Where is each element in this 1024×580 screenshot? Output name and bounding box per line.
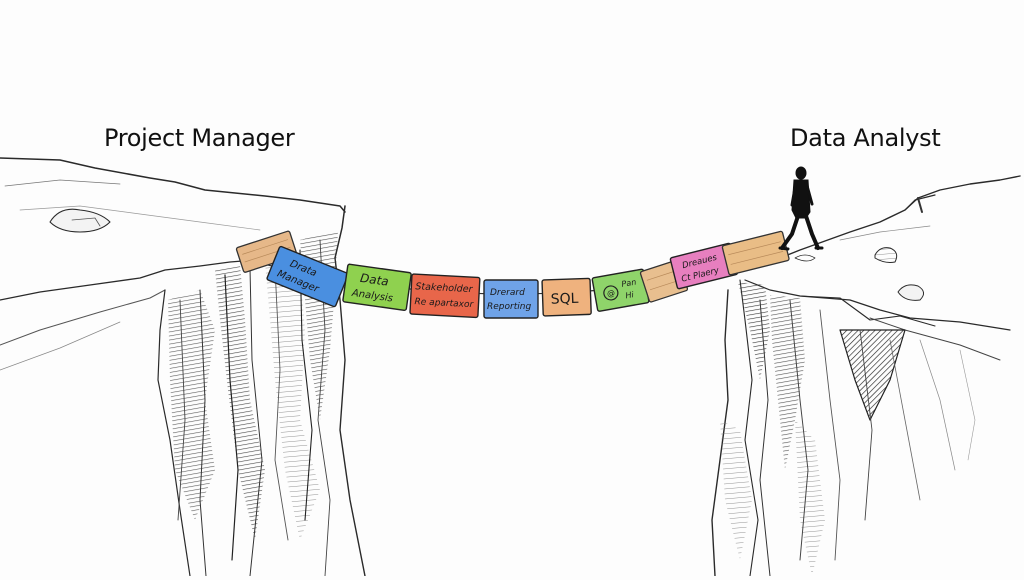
plank-label: Hi bbox=[625, 290, 635, 300]
bridge-plank bbox=[721, 230, 790, 276]
plank-label: SQL bbox=[550, 291, 578, 308]
bridge-plank: @ Pan Hi bbox=[591, 268, 650, 312]
bridge-plank: SQL bbox=[541, 277, 592, 317]
right-cliff bbox=[711, 175, 1021, 577]
bridge-plank: Stakeholder Re apartaxor bbox=[409, 273, 481, 319]
bridge-plank: Data Analysis bbox=[342, 263, 412, 311]
plank-label: Data bbox=[359, 271, 389, 289]
plank-icon: @ bbox=[606, 288, 615, 298]
skills-bridge: Drata Manager Data Analysis Stakeholder … bbox=[235, 230, 790, 319]
left-cliff-label: Project Manager bbox=[104, 124, 295, 152]
left-cliff bbox=[0, 157, 366, 577]
plank-label: Stakeholder bbox=[415, 281, 474, 295]
plank-label: Pan bbox=[621, 277, 637, 288]
bridge-plank: Drerard Reporting bbox=[483, 279, 539, 319]
bridge-plank: Dreaues Ct Plaery bbox=[669, 242, 739, 290]
plank-label: Re apartaxor bbox=[414, 297, 474, 310]
plank-label: Drerard bbox=[490, 288, 525, 298]
right-cliff-label: Data Analyst bbox=[790, 124, 941, 152]
walking-person-icon bbox=[778, 166, 824, 251]
plank-label: Reporting bbox=[487, 302, 531, 312]
